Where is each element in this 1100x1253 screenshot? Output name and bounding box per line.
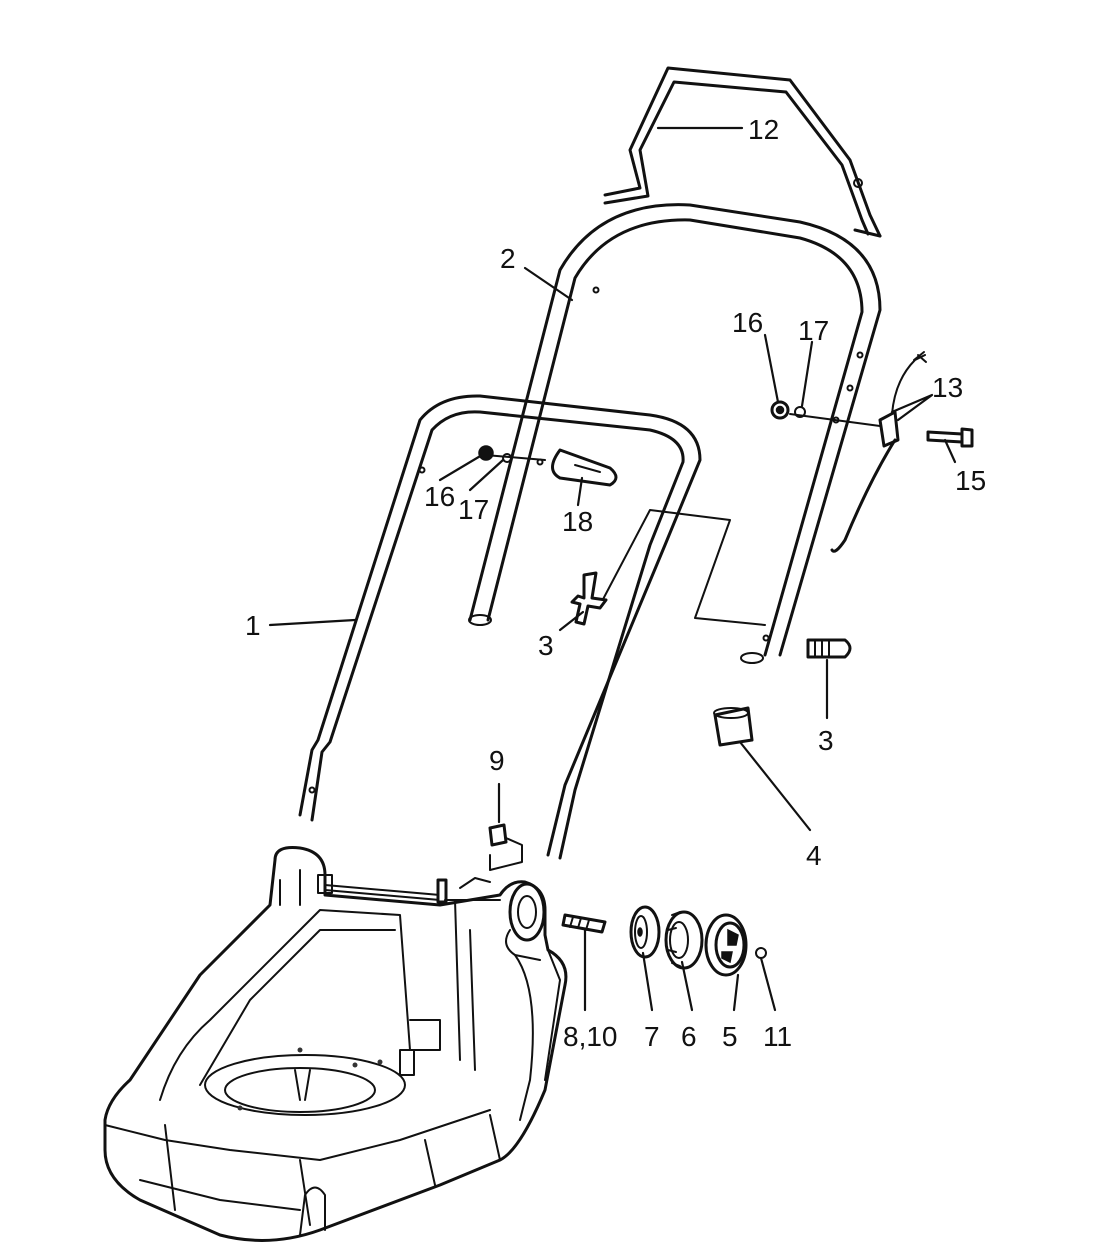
callout-4: 4 (806, 840, 822, 871)
callout-12: 12 (748, 114, 779, 145)
part-15-screw (926, 427, 974, 448)
part-17-washer-left (502, 453, 512, 463)
part-2-middle-handle (468, 203, 882, 664)
callout-3-right: 3 (818, 725, 834, 756)
callout-15: 15 (955, 465, 986, 496)
callout-16-left: 16 (424, 481, 455, 512)
part-7-wheel-disc (629, 905, 661, 959)
part-18-cable-clip (551, 448, 618, 487)
part-1-lower-handle (298, 394, 702, 860)
part-4-bushing (713, 706, 754, 747)
callout-18: 18 (562, 506, 593, 537)
part-13-switch-cable (830, 351, 927, 553)
callout-17-right: 17 (798, 315, 829, 346)
callout-3-left: 3 (538, 630, 554, 661)
mower-deck-body (103, 846, 568, 1242)
part-16-knob-left (478, 445, 494, 461)
callout-16-right: 16 (732, 307, 763, 338)
part-8-10-axle-pin (561, 913, 607, 934)
part-12-top-handle (603, 66, 882, 238)
part-16-knob-right (770, 400, 790, 420)
part-11-washer (755, 947, 767, 959)
callout-6: 6 (681, 1021, 697, 1052)
callout-2: 2 (500, 243, 516, 274)
part-3-wing-knob-left (570, 571, 608, 626)
part-17-washer-right (794, 406, 806, 418)
part-5-wheel-hub (704, 913, 748, 977)
part-3-carriage-bolt-right (806, 638, 852, 659)
leader-lines (268, 126, 957, 1012)
callout-11: 11 (763, 1021, 792, 1052)
part-6-gear (664, 910, 704, 970)
callout-13: 13 (932, 372, 963, 403)
callout-9: 9 (489, 745, 505, 776)
part-9-bracket (488, 823, 523, 871)
assembly-guide-lines (484, 413, 881, 626)
callout-17-left: 17 (458, 494, 489, 525)
callout-5: 5 (722, 1021, 738, 1052)
callout-7: 7 (644, 1021, 660, 1052)
callout-1: 1 (245, 610, 261, 641)
callout-8-10: 8,10 (563, 1021, 618, 1052)
callout-labels: 1 2 3 3 4 5 6 7 8,10 9 11 12 13 15 16 17… (245, 114, 986, 1052)
